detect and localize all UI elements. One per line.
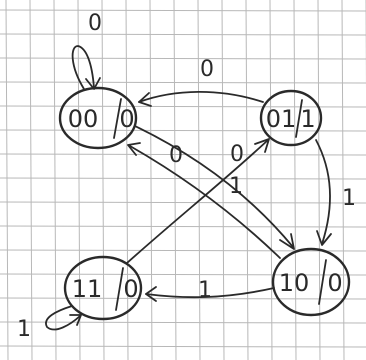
transition-11-01-input: 0	[230, 142, 244, 167]
transition-00-self: 0	[71, 11, 102, 90]
transition-01-00: 0	[138, 57, 264, 107]
grid-line-vertical	[245, 0, 249, 360]
grid-line-vertical	[197, 0, 201, 360]
arrowhead-icon	[254, 138, 270, 153]
transition-arc	[71, 45, 95, 90]
transition-arc	[138, 90, 264, 103]
grid-line-vertical	[149, 0, 153, 360]
grid-line-vertical	[77, 0, 81, 360]
grid-line-horizontal	[0, 57, 366, 60]
transition-01-10-input: 1	[342, 186, 356, 211]
grid-line-vertical	[5, 0, 9, 360]
grid-line-vertical	[269, 0, 273, 360]
grid-line-horizontal	[0, 153, 366, 156]
transition-arc	[315, 139, 331, 245]
grid-line-horizontal	[0, 81, 366, 84]
transition-00-self-input: 0	[88, 11, 102, 36]
state-10-code: 10	[279, 269, 310, 297]
state-11-output: 0	[123, 275, 138, 303]
arrowhead-icon	[138, 92, 152, 107]
state-01-output: 1	[300, 105, 315, 133]
state-01: 01 1	[259, 89, 323, 147]
grid-line-horizontal	[0, 225, 366, 228]
transition-arc	[129, 145, 281, 259]
transition-10-11-input: 1	[198, 278, 212, 303]
arrowhead-icon	[316, 230, 332, 246]
state-circle	[271, 247, 351, 317]
state-10-output: 0	[327, 269, 342, 297]
grid-line-vertical	[53, 0, 57, 360]
transition-01-00-input: 0	[200, 57, 214, 82]
arrowhead-icon	[279, 233, 295, 250]
state-circle	[63, 255, 143, 321]
grid-line-vertical	[173, 0, 177, 360]
state-circle	[58, 86, 138, 150]
grid-line-vertical	[125, 0, 129, 360]
transition-10-11: 1	[145, 278, 275, 303]
state-00: 00 0	[58, 86, 138, 150]
output-divider	[115, 267, 124, 311]
transition-11-01: 0	[126, 138, 270, 264]
state-circle	[259, 89, 323, 147]
transition-arc	[126, 139, 269, 264]
grid-line-vertical	[293, 0, 297, 360]
state-10: 10 0	[271, 247, 351, 317]
grid-line-horizontal	[0, 105, 366, 108]
transition-arc	[145, 287, 275, 299]
grid-line-horizontal	[0, 345, 366, 348]
transition-00-10-input: 1	[229, 174, 243, 199]
arrowhead-icon	[127, 142, 141, 156]
grid-line-vertical	[101, 0, 105, 360]
grid-line-horizontal	[0, 249, 366, 252]
output-divider	[113, 98, 122, 139]
grid-line-horizontal	[0, 33, 366, 36]
grid-line-horizontal	[0, 321, 366, 324]
state-00-code: 00	[68, 105, 99, 133]
grid-line-horizontal	[0, 9, 366, 12]
output-divider	[295, 99, 303, 138]
transition-00-10: 1	[134, 125, 295, 250]
grid-line-horizontal	[0, 129, 366, 132]
grid-line-vertical	[341, 0, 345, 360]
transition-11-self-input: 1	[17, 317, 31, 342]
state-11: 11 0	[63, 255, 143, 321]
grid-line-horizontal	[0, 201, 366, 204]
transition-01-10: 1	[315, 139, 356, 246]
arrowhead-icon	[85, 77, 101, 90]
state-01-code: 01	[266, 105, 297, 133]
arrowhead-icon	[145, 286, 157, 302]
output-divider	[318, 259, 327, 305]
transition-arc	[134, 125, 294, 248]
grid-line-horizontal	[0, 297, 366, 300]
transition-11-self: 1	[17, 305, 82, 342]
transition-arc	[45, 305, 81, 331]
transition-10-00: 0	[127, 142, 281, 259]
grid-line-vertical	[29, 0, 33, 360]
state-11-code: 11	[72, 275, 103, 303]
state-00-output: 0	[119, 105, 134, 133]
grid-line-horizontal	[0, 273, 366, 276]
transition-10-00-input: 0	[169, 143, 183, 168]
grid-line-vertical	[317, 0, 321, 360]
arrowhead-icon	[69, 314, 82, 326]
